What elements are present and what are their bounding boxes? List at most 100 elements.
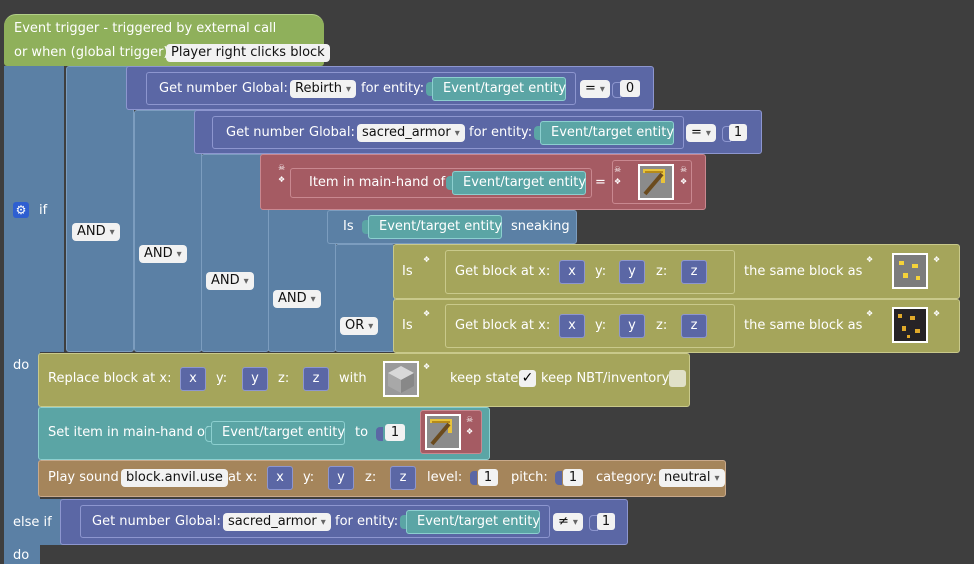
y-label: y: (303, 470, 315, 485)
y-variable[interactable]: y (619, 260, 645, 284)
variable-dropdown-armor[interactable]: sacred_armor (357, 124, 465, 142)
entity-block[interactable]: Event/target entity (432, 77, 566, 101)
and-dropdown-3[interactable]: AND (206, 272, 254, 290)
set-item-label: Set item in main-hand of (48, 425, 210, 440)
and-block-4[interactable] (268, 208, 336, 352)
level-value[interactable]: 1 (478, 469, 498, 486)
pitch-value[interactable]: 1 (563, 469, 583, 486)
with-label: with (339, 371, 367, 386)
golden-pickaxe-icon (643, 169, 665, 196)
entity-input-tab (534, 126, 541, 140)
same-block-label: the same block as (744, 264, 863, 279)
count-value[interactable]: 1 (385, 424, 405, 441)
gold-ore-icon[interactable] (892, 253, 928, 289)
skull-icon: ☠ (614, 165, 622, 174)
operator-dropdown[interactable]: = (580, 80, 610, 98)
global-trigger-label: or when (global trigger): (14, 45, 173, 60)
number-input-tab (470, 471, 477, 485)
y-label: y: (216, 371, 228, 386)
z-label: z: (278, 371, 290, 386)
number-input-tab (376, 427, 383, 441)
get-block-label: Get block at x: (455, 264, 551, 279)
and-dropdown-2[interactable]: AND (139, 245, 187, 263)
keep-nbt-checkbox[interactable] (669, 370, 686, 387)
for-entity-label: for entity: (361, 81, 425, 96)
puzzle-icon: ❖ (866, 309, 874, 318)
x-variable[interactable]: x (180, 367, 206, 391)
entity-block[interactable]: Event/target entity (211, 421, 345, 445)
y-variable[interactable]: y (619, 314, 645, 338)
sneaking-label: sneaking (511, 219, 570, 234)
x-variable[interactable]: x (267, 466, 293, 490)
z-label: z: (365, 470, 377, 485)
variable-dropdown-else[interactable]: sacred_armor (223, 513, 331, 531)
z-variable[interactable]: z (681, 260, 707, 284)
global-trigger-field[interactable]: Player right clicks block (166, 44, 330, 62)
play-sound-label: Play sound (48, 470, 119, 485)
entity-block[interactable]: Event/target entity (452, 171, 586, 195)
sound-field[interactable]: block.anvil.use (121, 469, 228, 487)
category-dropdown[interactable]: neutral (659, 469, 725, 487)
golden-pickaxe-icon (430, 419, 452, 446)
skull-icon: ☠ (680, 165, 688, 174)
or-block[interactable] (335, 244, 395, 352)
puzzle-icon: ❖ (680, 177, 688, 186)
variable-dropdown-rebirth[interactable]: Rebirth (290, 80, 357, 98)
entity-block[interactable]: Event/target entity (406, 510, 540, 534)
replace-block-action[interactable] (38, 353, 690, 407)
equals-label: = (595, 175, 606, 190)
at-x-label: at x: (228, 470, 258, 485)
y-variable[interactable]: y (328, 466, 354, 490)
else-if-label: else if (13, 515, 52, 530)
event-trigger-block[interactable] (4, 14, 324, 66)
and-dropdown-4[interactable]: AND (273, 290, 321, 308)
global-label: Global: (309, 125, 355, 140)
entity-block[interactable]: Event/target entity (368, 215, 502, 239)
same-block-label: the same block as (744, 318, 863, 333)
replace-block-label: Replace block at x: (48, 371, 172, 386)
number-value[interactable]: 1 (597, 513, 615, 530)
number-value[interactable]: 0 (620, 80, 640, 97)
entity-block[interactable]: Event/target entity (540, 121, 674, 145)
for-entity-label: for entity: (469, 125, 533, 140)
is-label: Is (402, 264, 413, 279)
puzzle-icon: ❖ (614, 177, 622, 186)
get-number-label: Get number (92, 514, 171, 529)
level-label: level: (427, 470, 463, 485)
puzzle-icon: ❖ (423, 362, 431, 371)
and-block-1[interactable] (66, 66, 134, 352)
and-block-3[interactable] (201, 154, 269, 352)
gear-icon[interactable]: ⚙ (13, 202, 29, 218)
keep-state-checkbox[interactable]: ✓ (519, 370, 536, 387)
puzzle-icon: ❖ (423, 309, 431, 318)
stone-block-icon[interactable] (383, 361, 419, 397)
operator-dropdown[interactable]: ≠ (553, 513, 583, 531)
y-label: y: (595, 264, 607, 279)
operator-dropdown[interactable]: = (686, 124, 716, 142)
and-dropdown-1[interactable]: AND (72, 223, 120, 241)
x-variable[interactable]: x (559, 260, 585, 284)
do-label-2: do (13, 548, 30, 563)
and-block-2[interactable] (134, 110, 202, 352)
puzzle-icon: ❖ (866, 255, 874, 264)
item-in-main-hand-label: Item in main-hand of (309, 175, 446, 190)
z-variable[interactable]: z (303, 367, 329, 391)
z-variable[interactable]: z (390, 466, 416, 490)
z-label: z: (656, 318, 668, 333)
x-variable[interactable]: x (559, 314, 585, 338)
get-block-label: Get block at x: (455, 318, 551, 333)
if-label: if (39, 203, 48, 218)
or-dropdown[interactable]: OR (340, 317, 379, 335)
golden-pickaxe-icon[interactable] (638, 164, 674, 200)
gilded-blackstone-icon[interactable] (892, 307, 928, 343)
y-variable[interactable]: y (242, 367, 268, 391)
is-label: Is (343, 219, 354, 234)
z-label: z: (656, 264, 668, 279)
z-variable[interactable]: z (681, 314, 707, 338)
stone-block-icon (388, 366, 414, 393)
puzzle-icon: ❖ (933, 255, 941, 264)
puzzle-icon: ❖ (933, 309, 941, 318)
number-value[interactable]: 1 (729, 124, 747, 141)
golden-pickaxe-icon[interactable] (425, 414, 461, 450)
event-trigger-title: Event trigger - triggered by external ca… (14, 21, 277, 36)
